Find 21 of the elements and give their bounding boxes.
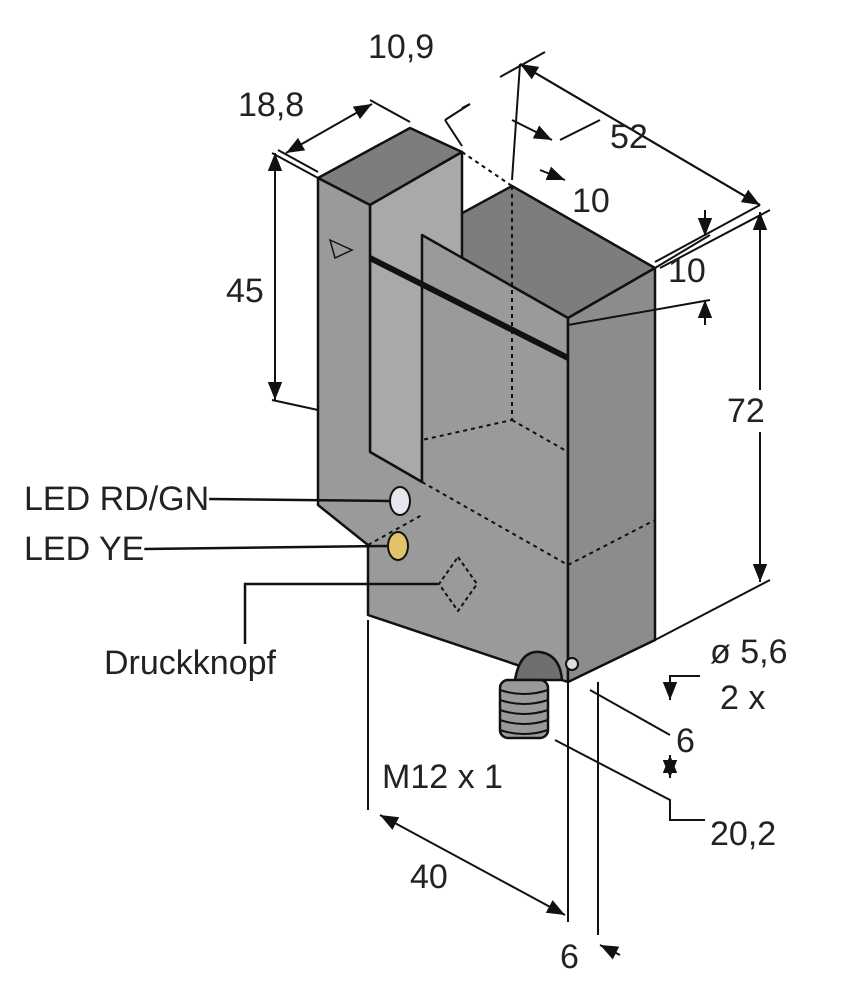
dimension-label: 10,9 bbox=[368, 28, 434, 66]
callout-label: Druckknopf bbox=[104, 644, 276, 682]
dimension-label: 45 bbox=[226, 272, 264, 310]
dimension-label: 18,8 bbox=[238, 86, 304, 124]
push-button-outline bbox=[438, 556, 478, 612]
leader-line bbox=[144, 544, 388, 550]
dimension-label: 52 bbox=[610, 118, 648, 156]
dimension-label: 72 bbox=[727, 390, 765, 432]
quantity-label: 2 x bbox=[720, 679, 766, 717]
leader-line bbox=[209, 498, 390, 502]
dimension-label: 20,2 bbox=[710, 815, 776, 853]
thread-label: M12 x 1 bbox=[382, 758, 503, 796]
callout-label: LED RD/GN bbox=[24, 480, 210, 518]
dimension-label: 10 bbox=[668, 252, 706, 290]
callout-label: LED YE bbox=[24, 530, 144, 568]
dimension-label: 6 bbox=[676, 722, 695, 760]
diameter-label: ø 5,6 bbox=[710, 633, 788, 671]
leader-line bbox=[244, 582, 438, 644]
dimension-label: 40 bbox=[410, 858, 448, 896]
dimension-label: 6 bbox=[560, 938, 579, 976]
dimension-label: 10 bbox=[572, 182, 610, 220]
